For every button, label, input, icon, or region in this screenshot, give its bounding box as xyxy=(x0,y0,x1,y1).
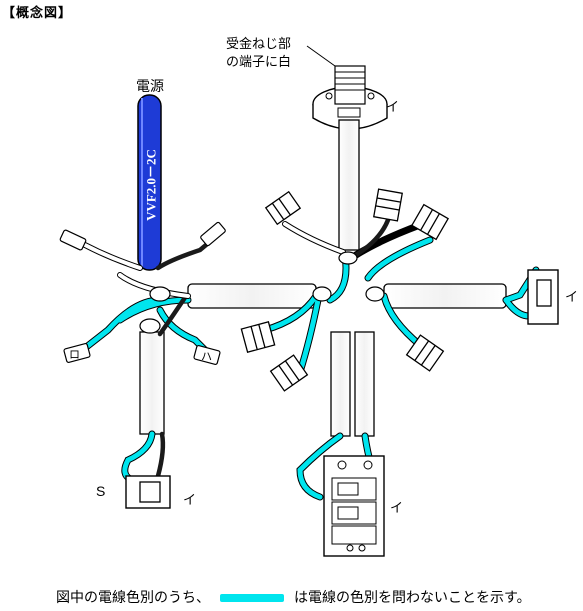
crimp-sleeves xyxy=(139,251,385,334)
receptacle xyxy=(306,45,388,130)
combined-wiring-device xyxy=(323,455,385,557)
diagram-title: 【概念図】 xyxy=(2,6,73,21)
cable-spec-label: VVF2.0－2C xyxy=(143,149,159,221)
receptacle-annotation-line1: 受金ねじ部 xyxy=(226,37,292,52)
legend-color-swatch xyxy=(220,594,284,602)
receptacle-annotation-line2: の端子に白 xyxy=(226,55,292,70)
legend-text-before: 図中の電線色別のうち、 xyxy=(56,590,210,606)
mark-i-outlet: イ xyxy=(390,501,404,516)
single-switch xyxy=(125,475,171,509)
push-in-connectors xyxy=(240,188,450,392)
power-source-label: 電源 xyxy=(136,79,164,95)
mark-i-right-switch: イ xyxy=(565,290,579,305)
black-wires xyxy=(155,217,391,479)
mark-i-switch-s: イ xyxy=(183,493,197,508)
legend-note: 図中の電線色別のうち、 は電線の色別を問わないことを示す。 xyxy=(56,587,531,607)
right-switch xyxy=(527,269,559,325)
mark-i-receptacle: イ xyxy=(386,100,400,115)
receptacle-annotation: 受金ねじ部 の端子に白 xyxy=(226,36,291,72)
mark-ha: ハ xyxy=(201,350,212,363)
legend-text-after: は電線の色別を問わないことを示す。 xyxy=(294,590,531,606)
power-cable xyxy=(137,94,162,271)
switch-s-label: S xyxy=(96,483,106,499)
lug-terminals xyxy=(59,221,226,366)
mark-ro: ロ xyxy=(69,348,80,361)
